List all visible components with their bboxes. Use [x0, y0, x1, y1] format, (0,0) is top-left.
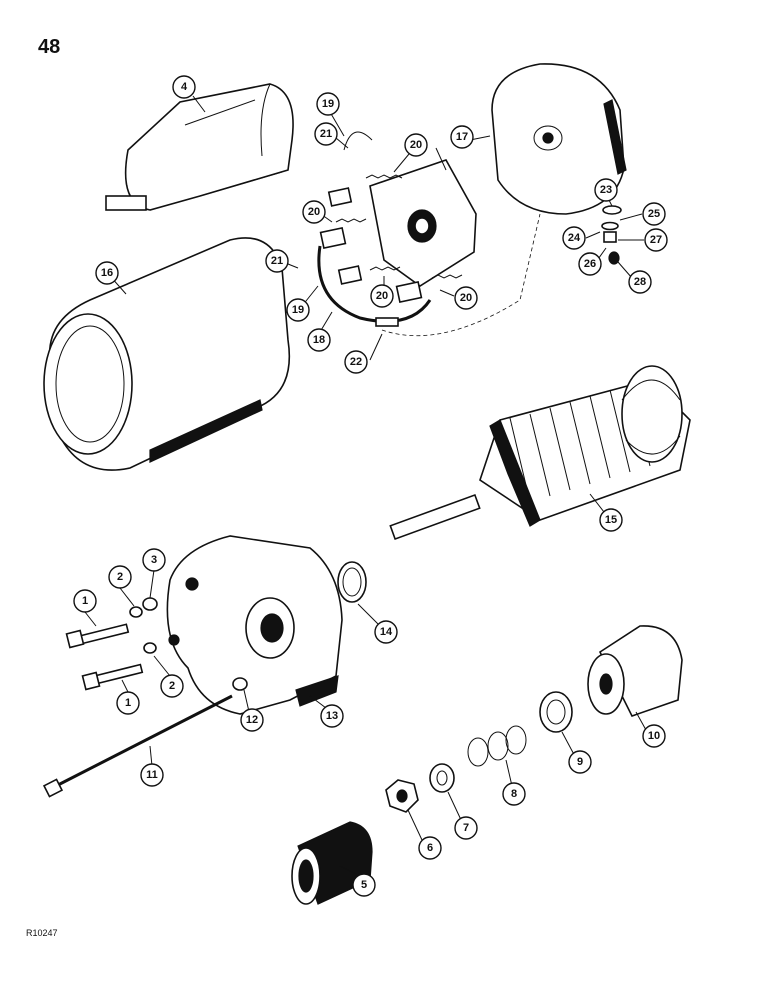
svg-text:20: 20 — [460, 292, 472, 304]
callout-25: 25 — [642, 202, 666, 226]
callout-3: 3 — [142, 548, 166, 572]
callout-9: 9 — [568, 750, 592, 774]
svg-text:6: 6 — [427, 842, 433, 854]
thrust-washer — [337, 561, 367, 603]
callout-19a: 19 — [316, 92, 340, 116]
retainer-rings — [467, 725, 527, 767]
field-frame-housing — [43, 237, 291, 471]
callout-20b: 20 — [302, 200, 326, 224]
spacer-washer — [429, 763, 455, 793]
svg-text:2: 2 — [117, 571, 123, 583]
callouts: 1 1 2 2 3 4 5 6 7 8 9 10 11 12 13 14 15 … — [73, 75, 668, 897]
callout-13: 13 — [320, 704, 344, 728]
svg-text:7: 7 — [463, 822, 469, 834]
svg-text:15: 15 — [605, 514, 617, 526]
svg-text:12: 12 — [246, 714, 258, 726]
svg-text:11: 11 — [146, 769, 158, 781]
leader-lines — [84, 95, 647, 875]
mounting-bolts — [65, 597, 248, 691]
svg-text:21: 21 — [320, 128, 332, 140]
callout-14: 14 — [374, 620, 398, 644]
commutator-end-housing — [491, 63, 627, 215]
callout-19b: 19 — [286, 298, 310, 322]
callout-10: 10 — [642, 724, 666, 748]
brushes-and-springs — [317, 131, 463, 327]
callout-2a: 2 — [108, 565, 132, 589]
callout-20a: 20 — [404, 133, 428, 157]
svg-text:1: 1 — [82, 595, 88, 607]
svg-text:25: 25 — [648, 208, 660, 220]
svg-text:20: 20 — [308, 206, 320, 218]
drive-end-housing — [166, 535, 343, 715]
callout-27: 27 — [644, 228, 668, 252]
svg-text:5: 5 — [361, 879, 367, 891]
callout-15: 15 — [599, 508, 623, 532]
svg-text:28: 28 — [634, 276, 646, 288]
page-number: 48 — [38, 36, 61, 58]
svg-text:1: 1 — [125, 697, 131, 709]
svg-text:8: 8 — [511, 788, 517, 800]
callout-8: 8 — [502, 782, 526, 806]
svg-text:13: 13 — [326, 710, 338, 722]
callout-17: 17 — [450, 125, 474, 149]
armature — [389, 365, 691, 540]
svg-text:19: 19 — [292, 304, 304, 316]
callout-23: 23 — [594, 178, 618, 202]
hex-nut — [385, 779, 419, 813]
callout-28: 28 — [628, 270, 652, 294]
svg-text:9: 9 — [577, 756, 583, 768]
callout-22: 22 — [344, 350, 368, 374]
through-bolt — [42, 694, 233, 798]
svg-text:22: 22 — [350, 356, 362, 368]
callout-4: 4 — [172, 75, 196, 99]
svg-text:24: 24 — [568, 232, 581, 244]
svg-text:17: 17 — [456, 131, 468, 143]
svg-text:14: 14 — [380, 626, 393, 638]
svg-text:16: 16 — [101, 267, 113, 279]
callout-1b: 1 — [116, 691, 140, 715]
callout-21b: 21 — [265, 249, 289, 273]
drive-pinion — [587, 625, 683, 717]
svg-text:2: 2 — [169, 680, 175, 692]
callout-24: 24 — [562, 226, 586, 250]
drive-collar — [539, 691, 573, 733]
callout-1a: 1 — [73, 589, 97, 613]
callout-16: 16 — [95, 261, 119, 285]
svg-text:4: 4 — [181, 81, 188, 93]
callout-21a: 21 — [314, 122, 338, 146]
callout-5: 5 — [352, 873, 376, 897]
svg-text:26: 26 — [584, 258, 596, 270]
callout-20d: 20 — [454, 286, 478, 310]
svg-text:18: 18 — [313, 334, 325, 346]
callout-7: 7 — [454, 816, 478, 840]
svg-text:19: 19 — [322, 98, 334, 110]
callout-6: 6 — [418, 836, 442, 860]
starter-motor-assembly — [105, 83, 294, 211]
callout-20c: 20 — [370, 284, 394, 308]
figure-reference-code: R10247 — [26, 928, 58, 938]
brush-holder-plate — [369, 159, 477, 287]
svg-text:10: 10 — [648, 730, 660, 742]
svg-text:21: 21 — [271, 255, 283, 267]
svg-text:20: 20 — [410, 139, 422, 151]
callout-18: 18 — [307, 328, 331, 352]
svg-text:23: 23 — [600, 184, 612, 196]
callout-2b: 2 — [160, 674, 184, 698]
callout-12: 12 — [240, 708, 264, 732]
bushing-parts — [601, 205, 622, 265]
callout-26: 26 — [578, 252, 602, 276]
svg-text:27: 27 — [650, 234, 662, 246]
callout-11: 11 — [140, 763, 164, 787]
svg-text:20: 20 — [376, 290, 388, 302]
svg-text:3: 3 — [151, 554, 157, 566]
